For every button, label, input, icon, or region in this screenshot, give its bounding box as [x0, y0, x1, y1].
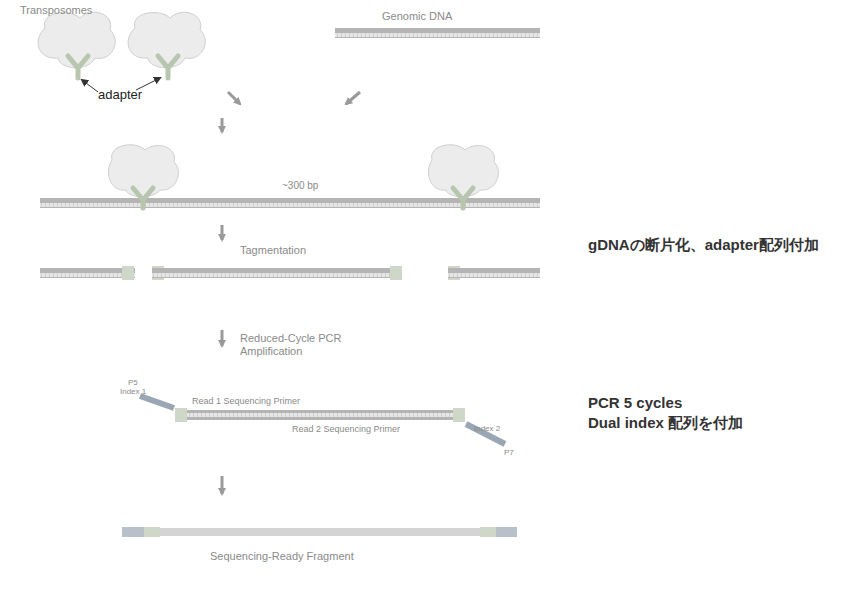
- dna-fragments: [40, 266, 540, 280]
- step-label: Reduced-Cycle PCR Amplification: [240, 332, 350, 357]
- primer-label: Read 2 Sequencing Primer: [292, 424, 400, 434]
- primer-label: P7: [504, 448, 514, 457]
- pcr-fragment: [140, 396, 505, 444]
- step-note: PCR 5 cycles: [588, 394, 682, 411]
- callout-label: adapter: [98, 88, 142, 103]
- bound-transposome: [108, 145, 498, 208]
- figure-label: Genomic DNA: [382, 10, 452, 23]
- primer-label: Index 2: [474, 424, 500, 433]
- step-label: Tagmentation: [240, 244, 306, 257]
- figure-label: Sequencing-Ready Fragment: [210, 550, 354, 563]
- ready-fragment: [122, 527, 517, 537]
- primer-label: Index 1: [120, 387, 146, 396]
- transposome: [38, 12, 205, 78]
- step-note: gDNAの断片化、adapter配列付加: [588, 236, 819, 253]
- step-note: Dual index 配列を付加: [588, 414, 743, 431]
- dimension-label: ~300 bp: [282, 180, 318, 192]
- primer-label: Read 1 Sequencing Primer: [192, 396, 300, 406]
- figure-label: Transposomes: [20, 4, 92, 17]
- primer-label: P5: [128, 378, 138, 387]
